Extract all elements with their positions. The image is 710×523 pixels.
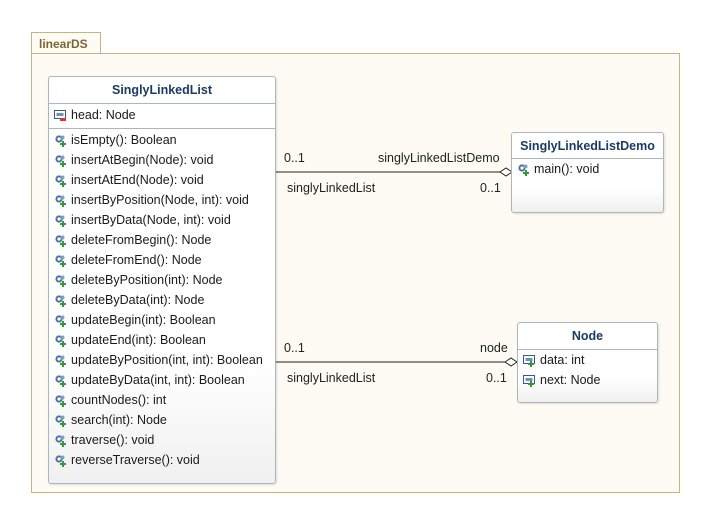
member-row[interactable]: insertAtEnd(Node): void — [49, 170, 275, 190]
class-name: SinglyLinkedList — [49, 77, 275, 104]
assoc2-target-multiplicity: 0..1 — [486, 371, 507, 385]
member-row[interactable]: reverseTraverse(): void — [49, 450, 275, 470]
member-label: insertByData(Node, int): void — [71, 213, 231, 227]
class-node[interactable]: Node data: int next: Node — [517, 322, 658, 403]
member-row[interactable]: insertByPosition(Node, int): void — [49, 190, 275, 210]
public-operation-icon — [54, 314, 67, 327]
public-operation-icon — [54, 374, 67, 387]
member-label: deleteFromEnd(): Node — [71, 253, 202, 267]
member-label: main(): void — [534, 162, 600, 176]
public-operation-icon — [54, 214, 67, 227]
member-row[interactable]: isEmpty(): Boolean — [49, 130, 275, 150]
member-label: reverseTraverse(): void — [71, 453, 200, 467]
member-row[interactable]: deleteFromEnd(): Node — [49, 250, 275, 270]
public-operation-icon — [54, 234, 67, 247]
assoc2-target-role: node — [480, 341, 508, 355]
member-row[interactable]: deleteByData(int): Node — [49, 290, 275, 310]
public-field-icon — [523, 374, 536, 387]
assoc2-source-multiplicity: 0..1 — [284, 341, 305, 355]
member-row[interactable]: head: Node — [49, 105, 275, 125]
member-row[interactable]: main(): void — [512, 159, 663, 179]
class-singly-linked-list-demo[interactable]: SinglyLinkedListDemo main(): void — [511, 132, 664, 213]
assoc1-target-role: singlyLinkedListDemo — [378, 151, 500, 165]
operations-compartment: main(): void — [512, 159, 663, 179]
member-label: insertAtEnd(Node): void — [71, 173, 204, 187]
public-operation-icon — [54, 254, 67, 267]
member-row[interactable]: data: int — [518, 350, 657, 370]
member-row[interactable]: next: Node — [518, 370, 657, 390]
member-label: data: int — [540, 353, 585, 367]
public-operation-icon — [54, 274, 67, 287]
member-label: updateEnd(int): Boolean — [71, 333, 206, 347]
assoc1-source-role: singlyLinkedList — [287, 181, 376, 195]
public-field-icon — [523, 354, 536, 367]
public-operation-icon — [54, 294, 67, 307]
assoc1-source-multiplicity: 0..1 — [284, 151, 305, 165]
member-row[interactable]: traverse(): void — [49, 430, 275, 450]
member-label: updateByPosition(int, int): Boolean — [71, 353, 263, 367]
public-operation-icon — [54, 434, 67, 447]
member-row[interactable]: updateByPosition(int, int): Boolean — [49, 350, 275, 370]
package-name: linearDS — [39, 37, 88, 51]
package-tab[interactable]: linearDS — [31, 32, 101, 53]
member-row[interactable]: search(int): Node — [49, 410, 275, 430]
member-label: updateBegin(int): Boolean — [71, 313, 216, 327]
member-label: insertAtBegin(Node): void — [71, 153, 214, 167]
member-row[interactable]: insertByData(Node, int): void — [49, 210, 275, 230]
member-label: deleteByPosition(int): Node — [71, 273, 223, 287]
aggregation-diamond-node — [504, 357, 518, 367]
attributes-compartment: data: int next: Node — [518, 350, 657, 390]
class-singly-linked-list[interactable]: SinglyLinkedList head: Node isEmpty(): B… — [48, 76, 276, 484]
class-name: SinglyLinkedListDemo — [512, 133, 663, 159]
member-label: deleteByData(int): Node — [71, 293, 205, 307]
public-operation-icon — [54, 354, 67, 367]
public-operation-icon — [54, 414, 67, 427]
member-label: search(int): Node — [71, 413, 167, 427]
public-operation-icon — [54, 334, 67, 347]
public-operation-icon — [54, 454, 67, 467]
public-operation-icon — [54, 394, 67, 407]
member-row[interactable]: countNodes(): int — [49, 390, 275, 410]
class-name: Node — [518, 323, 657, 350]
member-row[interactable]: updateEnd(int): Boolean — [49, 330, 275, 350]
member-row[interactable]: insertAtBegin(Node): void — [49, 150, 275, 170]
member-label: next: Node — [540, 373, 601, 387]
member-label: insertByPosition(Node, int): void — [71, 193, 249, 207]
public-operation-icon — [517, 163, 530, 176]
assoc2-source-role: singlyLinkedList — [287, 371, 376, 385]
member-row[interactable]: updateByData(int, int): Boolean — [49, 370, 275, 390]
assoc1-target-multiplicity: 0..1 — [480, 181, 501, 195]
member-row[interactable]: deleteFromBegin(): Node — [49, 230, 275, 250]
member-row[interactable]: deleteByPosition(int): Node — [49, 270, 275, 290]
attributes-compartment: head: Node — [49, 104, 275, 129]
public-operation-icon — [54, 134, 67, 147]
member-label: updateByData(int, int): Boolean — [71, 373, 245, 387]
member-row[interactable]: updateBegin(int): Boolean — [49, 310, 275, 330]
member-label: head: Node — [71, 108, 136, 122]
private-field-icon — [54, 109, 67, 122]
operations-compartment: isEmpty(): Boolean insertAtBegin(Node): v… — [49, 129, 275, 471]
public-operation-icon — [54, 194, 67, 207]
member-label: countNodes(): int — [71, 393, 167, 407]
member-label: traverse(): void — [71, 433, 155, 447]
public-operation-icon — [54, 174, 67, 187]
member-label: isEmpty(): Boolean — [71, 133, 177, 147]
public-operation-icon — [54, 154, 67, 167]
member-label: deleteFromBegin(): Node — [71, 233, 212, 247]
